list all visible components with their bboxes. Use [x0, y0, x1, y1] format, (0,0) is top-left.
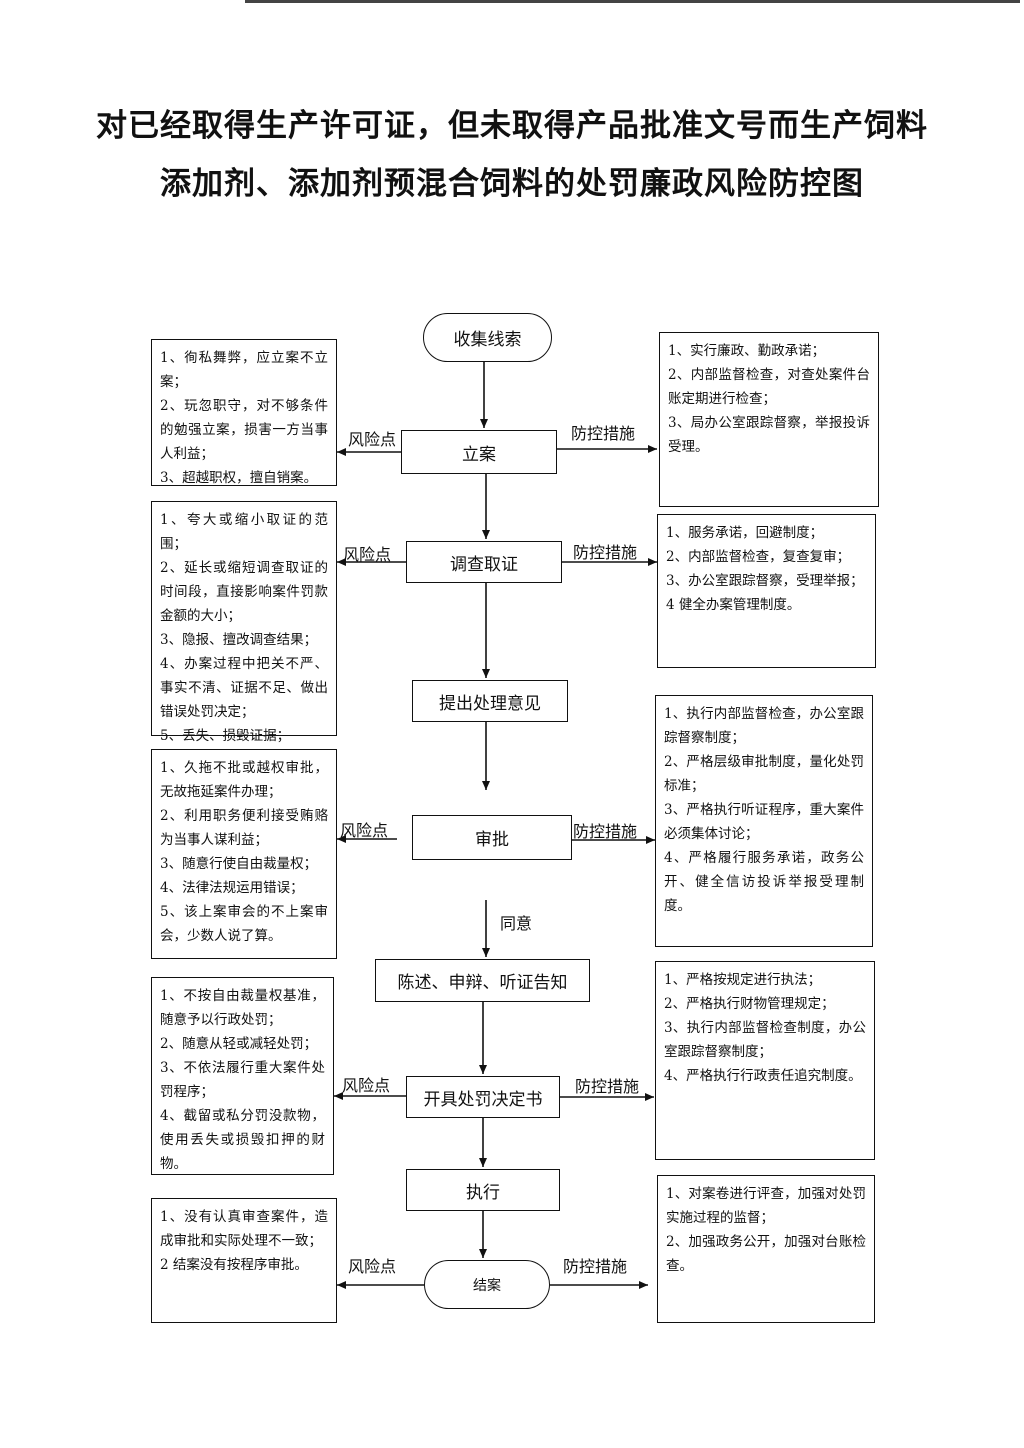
risk-box-approve: 1、久拖不批或越权审批，无故拖延案件办理； 2、利用职务便利接受贿赂为当事人谋利…: [151, 749, 337, 959]
node-decision: 开具处罚决定书: [406, 1076, 560, 1118]
control-label-close: 防控措施: [563, 1257, 628, 1276]
node-close: 结案: [424, 1260, 550, 1309]
control-label-approve: 防控措施: [573, 822, 638, 841]
page-top-rule: [245, 0, 1020, 3]
risk-label-decision: 风险点: [342, 1076, 391, 1095]
risk-label-approve: 风险点: [340, 821, 389, 840]
risk-box-investigate: 1、夸大或缩小取证的范围； 2、延长或缩短调查取证的时间段，直接影响案件罚款金额…: [151, 501, 337, 768]
risk-box-register: 1、徇私舞弊，应立案不立案； 2、玩忽职守，对不够条件的勉强立案，损害一方当事人…: [151, 339, 337, 486]
agree-label: 同意: [500, 914, 533, 933]
control-label-decision: 防控措施: [575, 1077, 640, 1096]
risk-label-close: 风险点: [348, 1257, 397, 1276]
risk-label-register: 风险点: [348, 430, 397, 449]
risk-box-decision: 1、不按自由裁量权基准，随意予以行政处罚； 2、随意从轻或减轻处罚； 3、不依法…: [151, 977, 334, 1175]
control-label-investigate: 防控措施: [573, 543, 638, 562]
node-execute: 执行: [406, 1169, 560, 1211]
node-investigate: 调查取证: [406, 541, 562, 583]
control-box-approve: 1、执行内部监督检查，办公室跟踪督察制度； 2、严格层级审批制度，量化处罚标准；…: [655, 695, 873, 947]
control-box-close: 1、对案卷进行评查，加强对处罚实施过程的监督； 2、加强政务公开，加强对台账检查…: [657, 1175, 875, 1323]
page-title-line-1: 对已经取得生产许可证，但未取得产品批准文号而生产饲料: [96, 108, 928, 144]
node-collect: 收集线索: [423, 313, 552, 362]
control-box-decision: 1、严格按规定进行执法； 2、严格执行财物管理规定； 3、执行内部监督检查制度，…: [655, 961, 875, 1160]
node-notify: 陈述、申辩、听证告知: [375, 959, 590, 1002]
node-propose: 提出处理意见: [412, 680, 568, 722]
page-title-line-2: 添加剂、添加剂预混合饲料的处罚廉政风险防控图: [160, 166, 864, 202]
risk-label-investigate: 风险点: [343, 545, 392, 564]
control-box-register: 1、实行廉政、勤政承诺； 2、内部监督检查，对查处案件台账定期进行检查； 3、局…: [659, 332, 879, 507]
node-register: 立案: [401, 430, 557, 474]
control-box-investigate: 1、服务承诺，回避制度； 2、内部监督检查，复查复审； 3、办公室跟踪督察，受理…: [657, 514, 876, 668]
risk-box-close: 1、没有认真审查案件，造成审批和实际处理不一致； 2 结案没有按程序审批。: [151, 1198, 337, 1323]
node-approve: 审批: [412, 815, 572, 860]
control-label-register: 防控措施: [571, 424, 636, 443]
